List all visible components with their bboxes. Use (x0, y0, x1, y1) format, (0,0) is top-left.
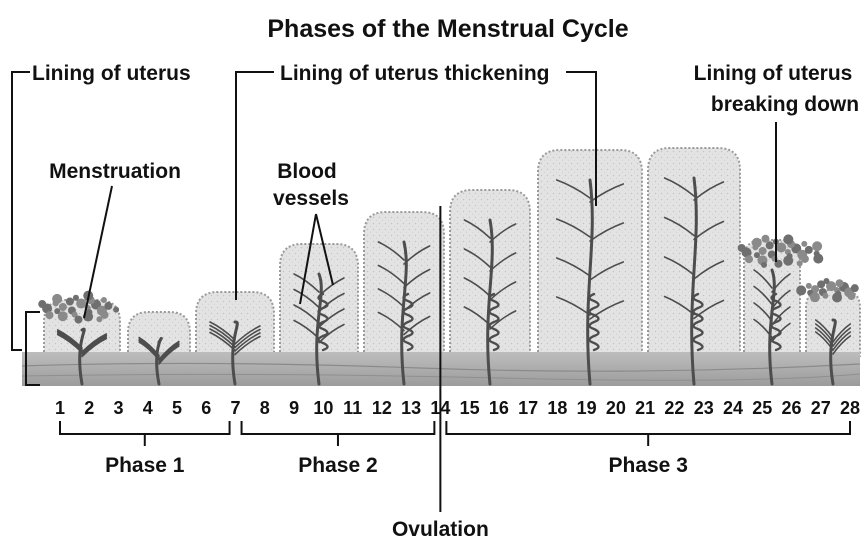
phase-label: Phase 3 (608, 454, 687, 477)
day-label: 28 (840, 398, 860, 418)
tissue-fragment (45, 311, 53, 319)
tissue-fragment (797, 260, 803, 266)
menstruation-pointer (84, 186, 112, 318)
tissue-fragment (783, 234, 793, 244)
tissue-fragment (761, 235, 769, 243)
day-label: 4 (143, 398, 153, 418)
day-label: 25 (752, 398, 772, 418)
breaking-down-label-line2: breaking down (711, 93, 859, 116)
breaking-down-label-line1: Lining of uterus (694, 62, 853, 85)
tissue-fragment (745, 255, 753, 263)
day-label: 22 (664, 398, 684, 418)
tissue-fragment (752, 238, 762, 248)
tissue-fragment (823, 278, 829, 284)
tissue-fragment (836, 279, 844, 287)
day-label: 8 (260, 398, 270, 418)
day-label: 24 (723, 398, 743, 418)
tissue-fragment (38, 300, 46, 308)
tissue-fragment (58, 311, 68, 321)
day-label: 15 (460, 398, 480, 418)
day-label: 7 (231, 398, 241, 418)
tissue-fragment (796, 285, 806, 295)
day-label: 18 (547, 398, 567, 418)
day-label: 13 (401, 398, 421, 418)
day-label: 3 (114, 398, 124, 418)
tissue-fragment (52, 294, 62, 304)
day-label: 10 (313, 398, 333, 418)
tissue-fragment (813, 254, 823, 264)
menstruation-label: Menstruation (49, 160, 181, 183)
tissue-fragment (101, 297, 107, 303)
day-label: 23 (694, 398, 714, 418)
day-label: 2 (84, 398, 94, 418)
blood-vessels-label-line1: Blood (277, 160, 336, 183)
day-label: 6 (201, 398, 211, 418)
day-label: 1 (55, 398, 65, 418)
tissue-fragment (810, 292, 820, 302)
lining-thickening-label: Lining of uterus thickening (280, 62, 550, 85)
tissue-fragment (801, 241, 807, 247)
tissue-fragment (104, 302, 112, 310)
tissue-fragment (759, 247, 767, 255)
day-label: 27 (811, 398, 831, 418)
phase-label: Phase 1 (105, 454, 185, 477)
phase-bracket (60, 421, 230, 446)
day-label: 9 (289, 398, 299, 418)
tissue-fragment (66, 298, 74, 306)
lining-of-uterus-label: Lining of uterus (32, 62, 191, 85)
tissue-fragment (832, 292, 842, 302)
tissue-fragment (96, 316, 102, 322)
lining-bracket (12, 72, 40, 385)
tissue-fragment (761, 262, 767, 268)
day-label: 26 (781, 398, 801, 418)
tissue-fragment (113, 307, 119, 313)
tissue-fragment (822, 293, 828, 299)
tissue-fragment (851, 284, 859, 292)
tissue-fragment (783, 256, 793, 266)
day-label: 20 (606, 398, 626, 418)
tissue-fragment (738, 244, 746, 252)
tissue-fragment (812, 241, 822, 251)
tissue-fragment (74, 316, 82, 324)
blood-vessels-label-line2: vessels (273, 187, 349, 210)
tissue-fragment (806, 283, 812, 289)
day-label: 16 (489, 398, 509, 418)
day-label: 17 (518, 398, 538, 418)
day-label: 19 (577, 398, 597, 418)
phase-brackets: Phase 1 Phase 2 Phase 3 (60, 421, 850, 477)
day-label: 21 (635, 398, 655, 418)
day-label: 12 (372, 398, 392, 418)
phase-bracket (446, 421, 850, 446)
phase-bracket (242, 421, 435, 446)
diagram-title: Phases of the Menstrual Cycle (267, 15, 628, 43)
tissue-fragment (73, 295, 79, 301)
ovulation-label: Ovulation (392, 518, 489, 541)
tissue-fragment (805, 246, 813, 254)
tissue-fragment (847, 292, 855, 300)
tissue-fragment (59, 303, 67, 311)
day-label: 11 (343, 398, 362, 418)
day-label: 5 (172, 398, 182, 418)
phase-label: Phase 2 (298, 454, 377, 477)
tissue-fragment (766, 241, 774, 249)
